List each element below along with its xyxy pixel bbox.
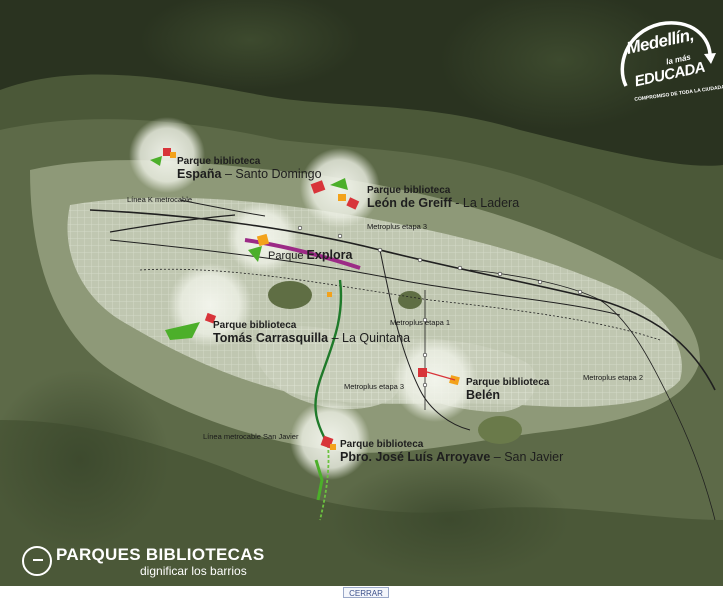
explora-label: Parque Explora xyxy=(268,248,352,262)
dash-mark xyxy=(33,559,43,561)
library-name: Belén xyxy=(466,387,501,402)
map-title: PARQUES BIBLIOTECAS xyxy=(56,545,265,564)
library-name: Pbro. José Luís Arroyave xyxy=(340,449,491,464)
library-name: Tomás Carrasquilla xyxy=(213,330,329,345)
library-label-leon-de-greiff: Parque biblioteca León de Greiff - La La… xyxy=(367,185,520,210)
close-button[interactable]: CERRAR xyxy=(343,587,389,598)
library-neighborhood: La Quintana xyxy=(342,330,411,345)
label-separator: - xyxy=(455,195,460,210)
label-metroplus-3-top: Metroplus etapa 3 xyxy=(367,222,428,231)
library-type: Parque biblioteca xyxy=(466,377,550,388)
label-separator: – xyxy=(493,449,501,464)
label-separator: – xyxy=(224,166,232,181)
logo-arrow-icon xyxy=(620,21,716,87)
explora-prefix: Parque xyxy=(268,250,304,262)
library-neighborhood: La Ladera xyxy=(462,195,520,210)
library-name: España xyxy=(177,166,222,181)
library-neighborhood: San Javier xyxy=(504,449,564,464)
label-metroplus-2: Metroplus etapa 2 xyxy=(583,373,644,382)
map-view[interactable]: Parque biblioteca España – Santo Domingo… xyxy=(0,0,723,586)
library-type: Parque biblioteca xyxy=(177,156,261,167)
medellin-logo: Medellín, la más EDUCADA COMPROMISO DE T… xyxy=(612,14,723,114)
explora-name: Explora xyxy=(306,248,353,262)
library-type: Parque biblioteca xyxy=(340,439,424,450)
map-subtitle: dignificar los barrios xyxy=(140,564,247,578)
circle-logo-icon xyxy=(22,546,52,576)
library-type: Parque biblioteca xyxy=(213,320,297,331)
library-label-arroyave: Parque biblioteca Pbro. José Luís Arroya… xyxy=(340,439,564,464)
label-metrocable-san-javier: Línea metrocable San Javier xyxy=(203,432,299,441)
library-neighborhood: Santo Domingo xyxy=(235,166,322,181)
label-separator: – xyxy=(331,330,339,345)
label-metrocable-k: Línea K metrocable xyxy=(127,195,193,204)
library-label-belen: Parque biblioteca Belén xyxy=(466,377,550,402)
terrain-map xyxy=(0,0,723,586)
library-name: León de Greiff xyxy=(367,195,452,210)
label-metroplus-3-bottom: Metroplus etapa 3 xyxy=(344,382,405,391)
label-metroplus-1: Metroplus etapa 1 xyxy=(390,318,451,327)
library-label-tomas-carrasquilla: Parque biblioteca Tomás Carrasquilla – L… xyxy=(213,320,411,345)
library-label-espana: Parque biblioteca España – Santo Domingo xyxy=(177,156,322,181)
library-type: Parque biblioteca xyxy=(367,185,451,196)
title-block: PARQUES BIBLIOTECAS dignificar los barri… xyxy=(22,543,322,583)
